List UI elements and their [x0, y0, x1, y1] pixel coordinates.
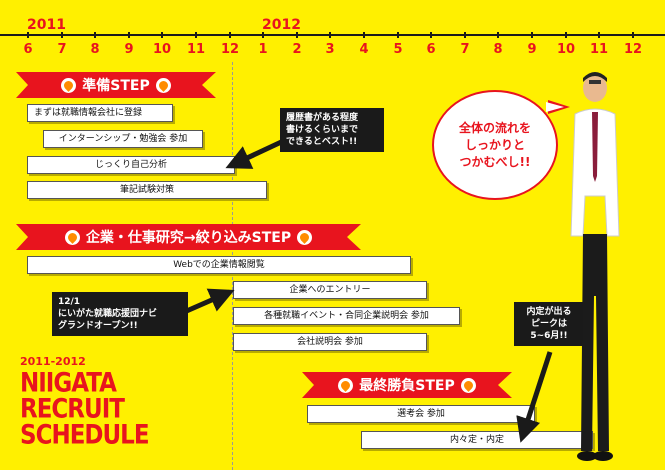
callout-resume-line3: できるとベスト!! [286, 137, 358, 147]
month-label: 6 [23, 42, 33, 57]
step-banner-research: 企業・仕事研究→絞り込みSTEP [16, 224, 361, 250]
callout-navi-line3: グランドオープン!! [58, 321, 138, 331]
month-label: 8 [90, 42, 100, 57]
month-label: 7 [57, 42, 67, 57]
task-bar-job-fairs: 各種就職イベント・合同企業説明会 参加 [233, 307, 460, 325]
month-tick [296, 32, 298, 38]
month-label: 1 [258, 42, 268, 57]
callout-resume-line2: 書けるくらいまで [286, 125, 359, 135]
brand-year: 2011-2012 [20, 355, 86, 368]
task-bar-company-seminar: 会社説明会 参加 [233, 333, 427, 351]
bubble-line3: つかむべし!! [459, 154, 531, 169]
month-label: 9 [124, 42, 134, 57]
flame-icon [61, 78, 76, 93]
month-tick [195, 32, 197, 38]
month-tick [632, 32, 634, 38]
month-label: 11 [186, 42, 206, 57]
month-tick [397, 32, 399, 38]
step-banner-prep-label: 準備STEP [82, 78, 150, 94]
flame-icon [156, 78, 171, 93]
timeline-axis [0, 34, 665, 36]
month-tick [598, 32, 600, 38]
flame-icon [297, 230, 312, 245]
month-tick [262, 32, 264, 38]
month-tick [363, 32, 365, 38]
brand-line-recruit: RECRUIT [20, 394, 125, 425]
year-label-2011: 2011 [27, 17, 66, 33]
bubble-line1: 全体の流れを [458, 120, 531, 135]
month-tick [61, 32, 63, 38]
month-tick [229, 32, 231, 38]
month-tick [161, 32, 163, 38]
step-banner-final: 最終勝負STEP [302, 372, 512, 398]
flame-icon [338, 378, 353, 393]
callout-navi: 12/1 にいがた就職応援団ナビ グランドオープン!! [52, 292, 188, 336]
brand-title: 2011-2012 NIIGATA RECRUIT SCHEDULE [20, 355, 150, 451]
flame-icon [461, 378, 476, 393]
month-label: 12 [623, 42, 643, 57]
task-bar-written-test: 筆記試験対策 [27, 181, 267, 199]
month-label: 10 [152, 42, 172, 57]
month-label: 7 [460, 42, 470, 57]
step-banner-research-label: 企業・仕事研究→絞り込みSTEP [85, 230, 292, 246]
task-bar-registration: まずは就職情報会社に登録 [27, 104, 173, 122]
advice-bubble: 全体の流れを しっかりと つかむべし!! [432, 90, 558, 200]
month-label: 5 [393, 42, 403, 57]
month-tick [94, 32, 96, 38]
month-tick [531, 32, 533, 38]
month-label: 10 [556, 42, 576, 57]
callout-peak-line1: 内定が出る [526, 307, 572, 317]
task-bar-self-analysis: じっくり自己分析 [27, 156, 235, 174]
month-label: 4 [359, 42, 369, 57]
task-bar-entry: 企業へのエントリー [233, 281, 427, 299]
bubble-line2: しっかりと [464, 137, 525, 152]
callout-resume: 履歴書がある程度 書けるくらいまで できるとベスト!! [280, 108, 384, 152]
bubble-tail-inner [546, 102, 564, 112]
arrow-peak [516, 351, 553, 443]
callout-navi-line1: 12/1 [58, 297, 81, 307]
callout-peak-line2: ピークは [530, 319, 567, 329]
year-label-2012: 2012 [262, 17, 301, 33]
flame-icon [65, 230, 80, 245]
month-tick [464, 32, 466, 38]
businessman-illustration [570, 72, 620, 461]
month-tick [565, 32, 567, 38]
step-banner-prep: 準備STEP [16, 72, 216, 98]
callout-navi-line2: にいがた就職応援団ナビ [58, 309, 158, 319]
task-bar-internship: インターンシップ・勉強会 参加 [43, 130, 203, 148]
callout-resume-line1: 履歴書がある程度 [286, 113, 359, 123]
month-label: 6 [426, 42, 436, 57]
brand-line-schedule: SCHEDULE [20, 420, 150, 451]
callout-peak-line3: 5~6月!! [530, 331, 568, 341]
month-label: 12 [220, 42, 240, 57]
month-tick [430, 32, 432, 38]
month-label: 8 [493, 42, 503, 57]
month-tick [329, 32, 331, 38]
brand-line-niigata: NIIGATA [20, 368, 117, 399]
arrow-navi [180, 288, 235, 316]
task-bar-web-research: Webでの企業情報閲覧 [27, 256, 411, 274]
month-tick [27, 32, 29, 38]
month-label: 11 [589, 42, 609, 57]
month-tick [497, 32, 499, 38]
task-bar-offer: 内々定・内定 [361, 431, 593, 449]
task-bar-selection: 選考会 参加 [307, 405, 535, 423]
month-tick [128, 32, 130, 38]
callout-peak: 内定が出る ピークは 5~6月!! [514, 302, 584, 346]
month-label: 3 [325, 42, 335, 57]
month-label: 9 [527, 42, 537, 57]
month-label: 2 [292, 42, 302, 57]
step-banner-final-label: 最終勝負STEP [359, 378, 455, 394]
